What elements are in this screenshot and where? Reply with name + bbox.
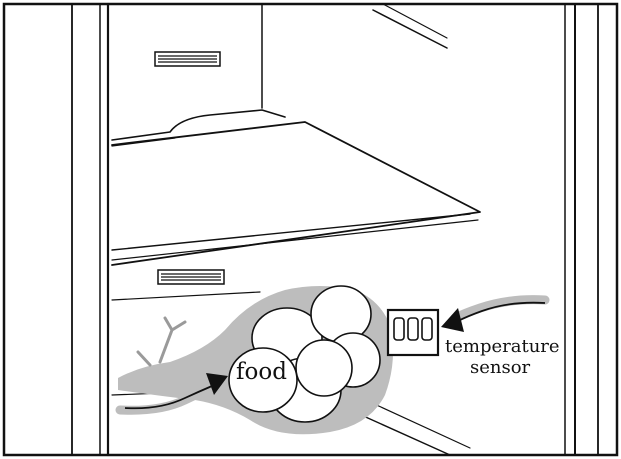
arrow-to-sensor-icon — [441, 295, 550, 332]
sensor-label-line2: sensor — [470, 357, 531, 378]
air-vent-upper — [154, 51, 221, 67]
temperature-sensor-device — [386, 308, 440, 357]
food-item — [295, 339, 353, 397]
fridge-interior — [71, 2, 599, 457]
food-label: food — [236, 359, 287, 385]
food-item — [310, 285, 372, 343]
air-vent-lower — [157, 269, 225, 285]
food-items — [228, 285, 381, 423]
arrow-to-food-icon — [115, 373, 228, 415]
twig-icon — [136, 316, 187, 367]
food-item — [228, 347, 298, 413]
sensor-label-line1: temperature — [445, 336, 560, 357]
